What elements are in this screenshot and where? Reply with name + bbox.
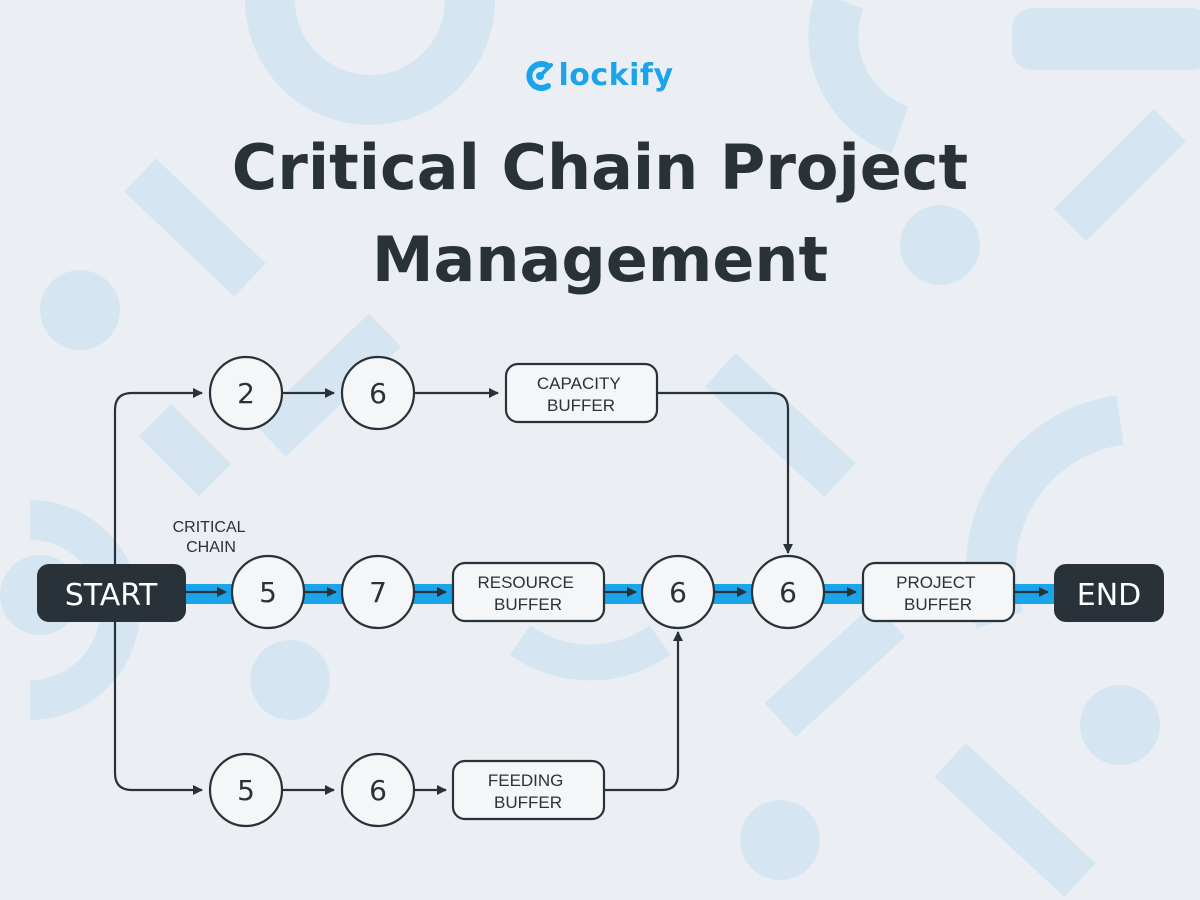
task-node-bottom-5 (208, 752, 284, 828)
start-label: START (65, 578, 158, 613)
resource-buffer-node (451, 561, 606, 623)
task-duration-main-5: 5 (259, 576, 277, 609)
connector-start-to-top-task-2 (113, 388, 203, 565)
title-line-1: Critical Chain Project (231, 131, 969, 204)
task-duration-top-6: 6 (369, 377, 387, 410)
clockify-logo-icon (526, 60, 554, 91)
task-node-main-6b (750, 554, 826, 630)
connector-capacity-buffer-to-main-6 (657, 391, 793, 554)
task-duration-main-7: 7 (369, 576, 387, 609)
critical-chain-label: CRITICAL CHAIN (173, 519, 250, 556)
task-node-main-6a (640, 554, 716, 630)
feeding-buffer-label: FEEDING BUFFER (488, 771, 568, 812)
resource-buffer-label: RESOURCE BUFFER (477, 573, 578, 614)
task-node-top-2 (208, 355, 284, 431)
end-node: END (1054, 564, 1164, 622)
page-title: Critical Chain Project Management (0, 122, 1200, 306)
task-duration-top-2: 2 (237, 377, 255, 410)
start-node: START (37, 564, 186, 622)
capacity-buffer-node (504, 362, 659, 424)
capacity-buffer-label: CAPACITY BUFFER (537, 374, 625, 415)
task-duration-bottom-5: 5 (237, 774, 255, 807)
brand-logo: lockify (0, 58, 1200, 93)
feeding-buffer-node (451, 759, 606, 821)
task-node-bottom-6 (340, 752, 416, 828)
task-node-main-5 (230, 554, 306, 630)
task-duration-main-6a: 6 (669, 576, 687, 609)
task-duration-main-6b: 6 (779, 576, 797, 609)
project-buffer-node (861, 561, 1016, 623)
connector-feeding-buffer-to-main-6 (604, 631, 683, 792)
connector-start-to-bottom-task-5 (113, 620, 203, 795)
project-buffer-label: PROJECT BUFFER (896, 573, 980, 614)
task-duration-bottom-6: 6 (369, 774, 387, 807)
task-node-main-7 (340, 554, 416, 630)
title-line-2: Management (371, 223, 829, 296)
task-node-top-6 (340, 355, 416, 431)
brand-name: lockify (558, 58, 674, 93)
end-label: END (1077, 578, 1142, 613)
